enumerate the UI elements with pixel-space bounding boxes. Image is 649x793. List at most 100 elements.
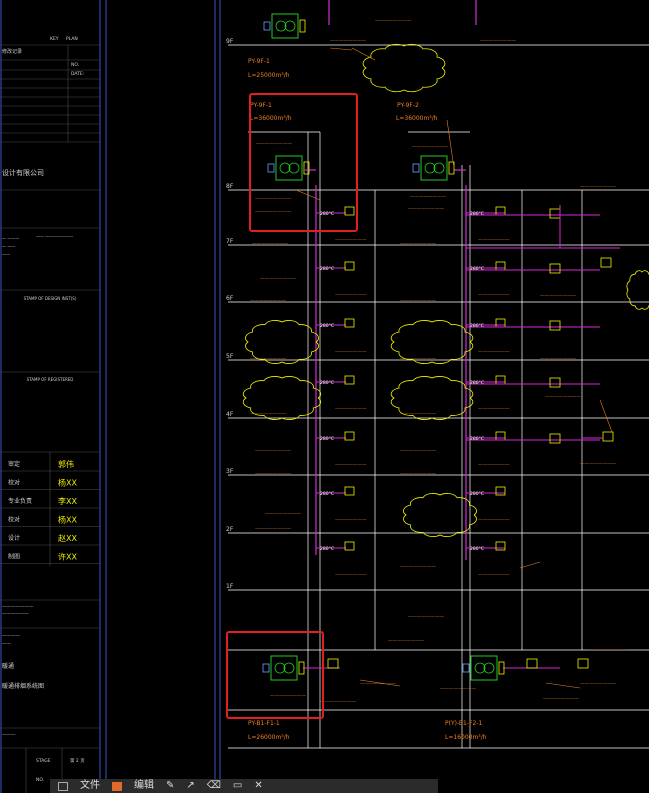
damper-box — [344, 318, 355, 328]
damper-temp-label: 280°C — [470, 436, 484, 442]
tb-stamp-design: STAMP OF DESIGN INST(S) — [24, 296, 77, 301]
close-icon[interactable]: ✕ — [254, 780, 263, 791]
leader-line — [329, 47, 353, 51]
revision-cloud — [362, 43, 446, 93]
fan-rotor — [474, 662, 486, 674]
branch-label: ——————— — [335, 573, 367, 578]
floor-label: 9F — [226, 38, 234, 45]
tb-role: 制图 — [8, 553, 20, 561]
annotation-note: ———————— — [250, 357, 287, 362]
damper-box — [549, 208, 561, 219]
tb-date: DATE: — [71, 71, 84, 77]
damper-box — [495, 375, 506, 385]
tb-small: —————— — [2, 612, 30, 617]
unit-flow: L=36000m³/h — [250, 115, 292, 122]
unit-id: PY-9F-1 — [250, 102, 272, 109]
annotation-note: ———————— — [256, 142, 293, 147]
annotation-note: ———————— — [255, 197, 292, 202]
annotation-note: ———————— — [255, 449, 292, 454]
tb-signature: 李XX — [58, 496, 77, 506]
unit-id: P(Y)-B1-F2-1 — [445, 720, 482, 727]
fan-unit — [420, 155, 448, 181]
revision-cloud — [242, 376, 322, 420]
branch-label: ——————— — [478, 463, 510, 468]
crop-icon[interactable]: ▭ — [232, 780, 243, 791]
branch-label: ——————— — [335, 238, 367, 243]
annotation-note: ———————— — [250, 299, 287, 304]
eraser-icon[interactable]: ⌫ — [206, 780, 221, 791]
pen-icon[interactable]: ✎ — [166, 780, 175, 791]
annotation-note: ———————— — [400, 565, 437, 570]
fan-rotor — [288, 162, 300, 174]
annotation-note: ———————— — [360, 682, 397, 687]
leader-line — [295, 189, 321, 201]
tb-drawing-name: 暖通排烟系统图 — [2, 682, 44, 690]
tb-small: —— — [2, 252, 10, 257]
damper-box — [495, 541, 506, 551]
annotation-note: ———————— — [543, 697, 580, 702]
branch-label: ——————— — [478, 350, 510, 355]
outlet-box — [498, 661, 505, 675]
annotation-note: ———————— — [252, 242, 289, 247]
inlet-box — [267, 163, 275, 173]
tb-small: ——————— — [2, 605, 34, 610]
annotation-note: ———————— — [255, 527, 292, 532]
app-icon[interactable] — [112, 781, 122, 791]
damper-box — [495, 318, 506, 328]
annotation-note: ———————— — [400, 357, 437, 362]
highlight-box-pyf9-1 — [249, 93, 358, 232]
damper-box — [549, 433, 561, 444]
damper-temp-label: 280°C — [320, 211, 334, 217]
revision-cloud — [245, 320, 319, 364]
tb-small: ———— — [2, 634, 21, 639]
damper-box — [344, 486, 355, 496]
leader-line — [519, 561, 541, 569]
drawing-frame — [0, 0, 221, 793]
floor-label: 4F — [226, 411, 234, 418]
annotation-note: ———————— — [400, 449, 437, 454]
taskbar-item-1[interactable]: 文件 — [80, 780, 100, 791]
revision-cloud — [390, 320, 474, 364]
leader-line — [446, 119, 455, 169]
tb-role: 设计 — [8, 534, 20, 542]
unit-id: PY-B1-F1-1 — [248, 720, 280, 727]
taskbar-item-2[interactable]: 编辑 — [134, 780, 154, 791]
damper-temp-label: 280°C — [470, 211, 484, 217]
branch-label: ——————— — [335, 518, 367, 523]
annotation-note: ———————— — [400, 472, 437, 477]
revision-cloud — [626, 270, 649, 310]
unit-flow: L=26000m³/h — [248, 734, 290, 741]
annotation-note: ———————— — [480, 39, 517, 44]
annotation-labels: 280°C 280°C ——————— ——————— 280°C 280°C ——————… — [248, 19, 627, 741]
annotation-note: ———————— — [375, 19, 412, 24]
tb-no: NO. — [71, 62, 79, 68]
damper-box — [495, 431, 506, 441]
unit-flow: L=16000m³/h — [445, 734, 487, 741]
pointer-icon[interactable]: ↗ — [186, 780, 195, 791]
damper-temp-label: 280°C — [470, 546, 484, 552]
window-icon[interactable] — [58, 781, 68, 791]
revision-clouds — [242, 43, 649, 537]
annotation-note: ———————— — [265, 512, 302, 517]
annotation-note: ———————— — [440, 687, 477, 692]
fan-rotor — [275, 20, 287, 32]
annotation-note: ———————— — [540, 294, 577, 299]
damper-box — [600, 257, 612, 268]
damper-box — [549, 377, 561, 388]
floor-label: 6F — [226, 295, 234, 302]
revision-cloud — [390, 376, 474, 420]
annotation-note: ———————— — [270, 694, 307, 699]
damper-box — [344, 206, 355, 216]
floor-label: 8F — [226, 183, 234, 190]
unit-flow: L=36000m³/h — [396, 115, 438, 122]
damper-temp-label: 280°C — [320, 323, 334, 329]
branch-label: ——————— — [478, 238, 510, 243]
tb-small: — ——— — [2, 236, 19, 241]
annotation-note: ———————— — [590, 648, 627, 653]
annotation-note: ———————— — [400, 412, 437, 417]
damper-temp-label: 280°C — [320, 546, 334, 552]
annotation-note: ———————— — [545, 395, 582, 400]
unit-id: PY-9F-2 — [397, 102, 419, 109]
tb-key: KEY — [50, 36, 59, 42]
